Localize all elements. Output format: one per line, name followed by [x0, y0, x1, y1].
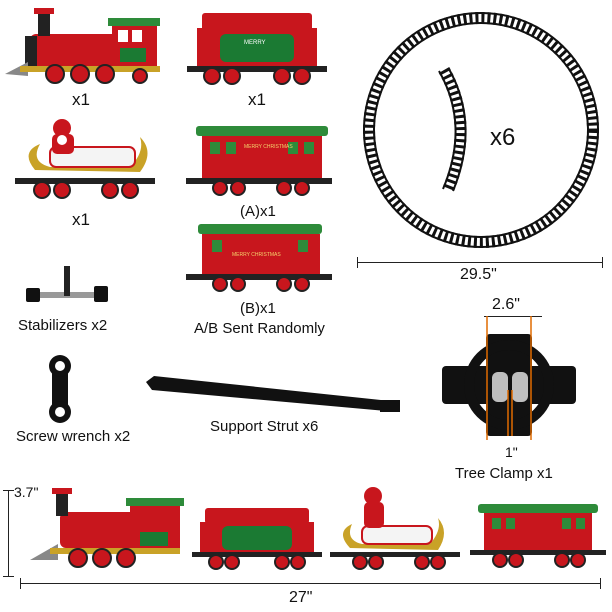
clamp-width-line [484, 316, 542, 317]
sleigh-car-image [10, 112, 160, 204]
train-height-line [8, 490, 9, 576]
track-diameter-label: 29.5" [460, 266, 497, 283]
support-strut-image [140, 372, 405, 420]
coal-car-image: MERRY [182, 8, 332, 86]
passenger-car-a-decal: MERRY CHRISTMAS [244, 144, 293, 150]
passenger-car-b-qty: (B)x1 [240, 300, 276, 317]
clamp-gap-label: 1" [505, 444, 518, 460]
train-height-tick-bottom [3, 576, 14, 577]
track-ring-image [350, 5, 612, 267]
train-length-line [20, 583, 600, 584]
tree-clamp-label: Tree Clamp x1 [455, 465, 553, 482]
screw-wrench-label: Screw wrench x2 [16, 428, 131, 445]
train-length-tick-right [600, 578, 601, 589]
sleigh-car-qty: x1 [72, 210, 90, 229]
train-length-tick-left [20, 578, 21, 589]
random-note: A/B Sent Randomly [194, 320, 325, 337]
track-dimension-line [357, 262, 602, 263]
stabilizers-label: Stabilizers x2 [18, 317, 108, 334]
support-strut-label: Support Strut x6 [210, 418, 319, 435]
train-height-label: 3.7" [14, 484, 39, 500]
locomotive-image [0, 4, 165, 86]
clamp-width-label: 2.6" [492, 296, 520, 313]
passenger-car-b-decal: MERRY CHRISTMAS [232, 252, 281, 258]
screw-wrench-image [40, 354, 80, 424]
passenger-car-a-image: MERRY CHRISTMAS [184, 124, 334, 200]
track-qty: x6 [490, 124, 516, 151]
train-height-tick-top [3, 490, 14, 491]
track-dimension-tick-right [602, 257, 603, 268]
passenger-car-a-qty: (A)x1 [240, 203, 276, 220]
locomotive-qty: x1 [72, 90, 90, 109]
coal-car-qty: x1 [248, 90, 266, 109]
tree-clamp-image [434, 316, 584, 440]
coal-car-decal: MERRY [244, 40, 266, 46]
stabilizer-image [22, 262, 112, 316]
track-dimension-tick-left [357, 257, 358, 268]
passenger-car-b-image: MERRY CHRISTMAS [184, 222, 334, 294]
train-length-label: 27" [289, 589, 313, 606]
assembled-train-image [30, 482, 608, 574]
